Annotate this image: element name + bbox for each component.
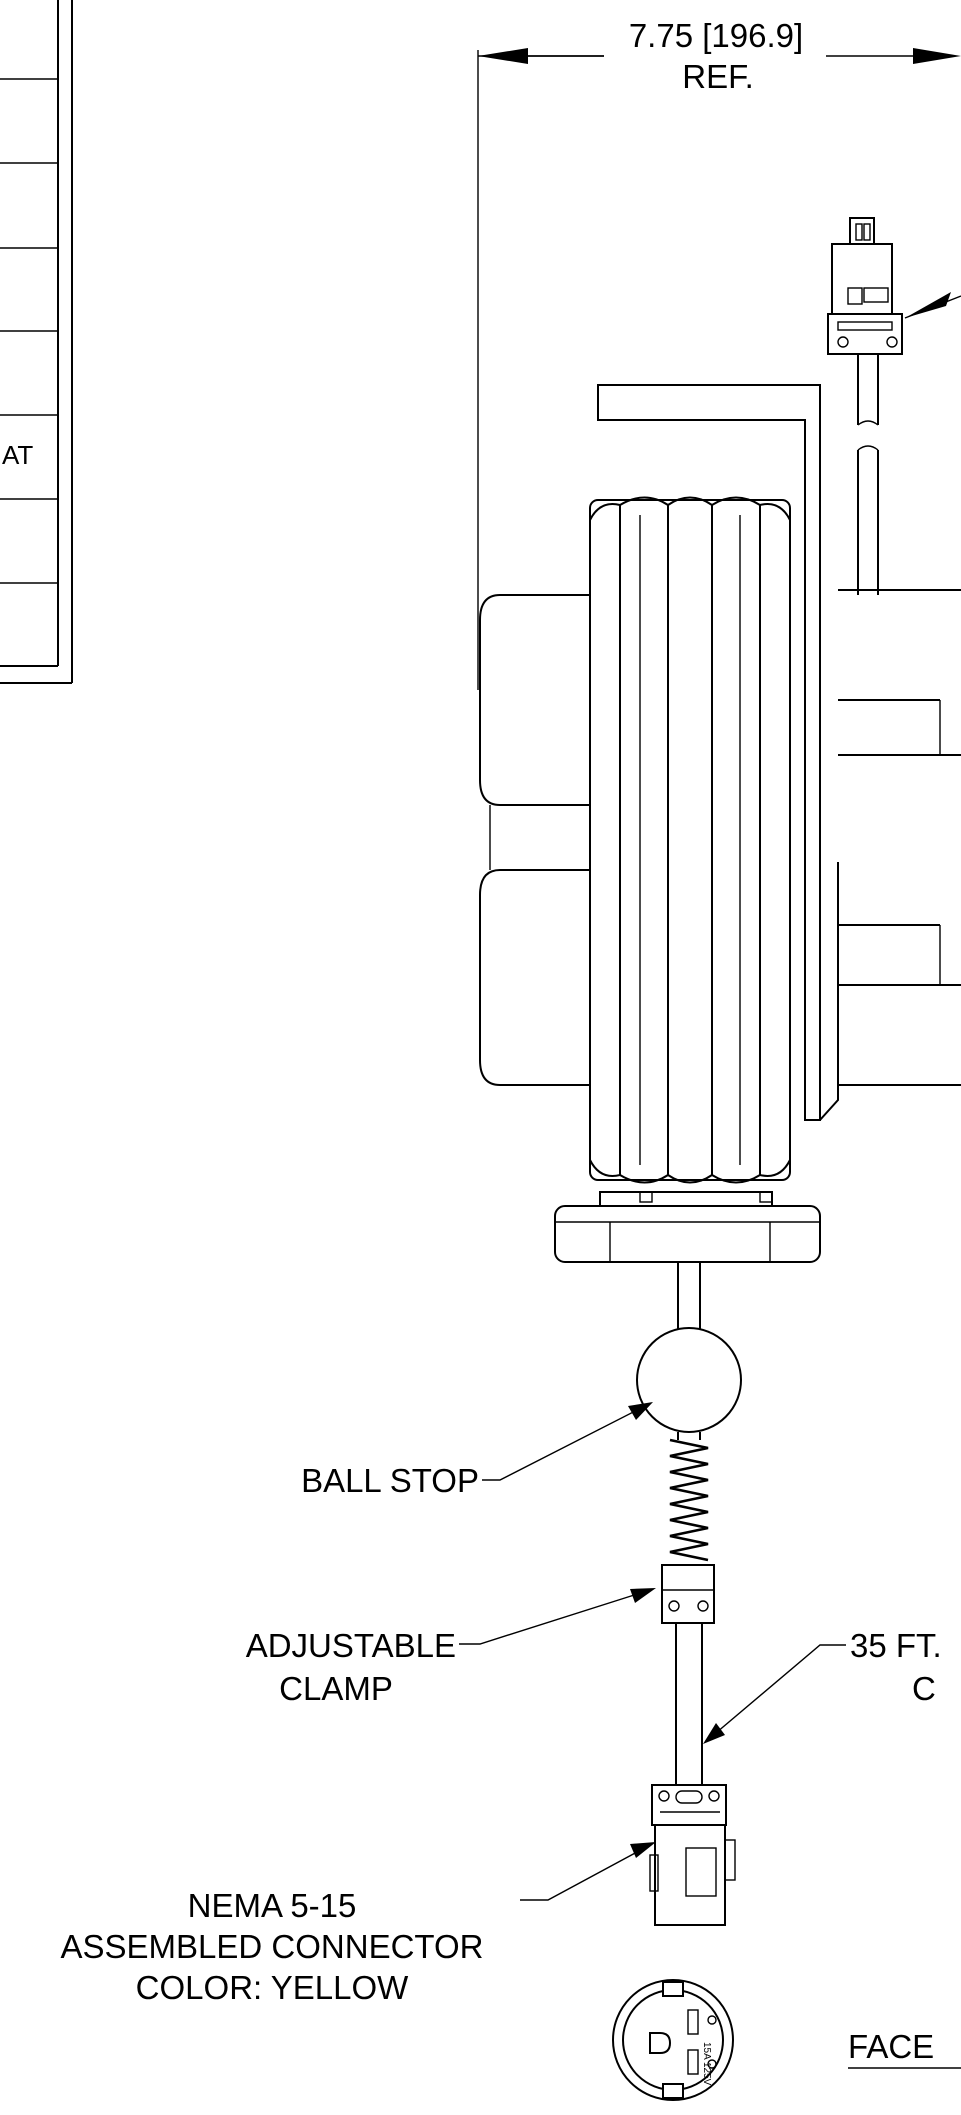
receptacle-rating-top: 15A bbox=[701, 2042, 712, 2060]
adjustable-clamp bbox=[661, 1564, 715, 1624]
receptacle-face-view: 15A 125V bbox=[612, 1979, 734, 2101]
clamp-label-line1: ADJUSTABLE bbox=[246, 1627, 456, 1664]
table-cell-text: AT bbox=[2, 440, 33, 470]
ball-stop-label: BALL STOP bbox=[301, 1462, 479, 1499]
connector-label-line2: ASSEMBLED CONNECTOR bbox=[61, 1928, 484, 1965]
dimension-value: 7.75 [196.9] bbox=[629, 17, 803, 54]
dimension-ref-note: REF. bbox=[682, 58, 754, 95]
nema-connector bbox=[654, 1824, 726, 1926]
ball-stop bbox=[636, 1327, 742, 1433]
parts-table: AT bbox=[0, 0, 73, 684]
clamp-label-line2: CLAMP bbox=[279, 1670, 393, 1707]
connector-label-line1: NEMA 5-15 bbox=[188, 1887, 357, 1924]
reel-assembly bbox=[479, 384, 961, 1263]
face-view-label: FACE bbox=[848, 2028, 934, 2065]
drop-cord bbox=[636, 1262, 742, 1926]
callouts: BALL STOP ADJUSTABLE CLAMP 35 FT. C NEMA… bbox=[61, 1402, 961, 2069]
inlet-plug bbox=[827, 217, 961, 595]
connector-label-line3: COLOR: YELLOW bbox=[136, 1969, 409, 2006]
cord-label-line1: 35 FT. bbox=[850, 1627, 942, 1664]
receptacle-rating-bottom: 125V bbox=[701, 2062, 712, 2086]
overall-dimension: 7.75 [196.9] REF. bbox=[477, 17, 961, 690]
cord-label-line2: C bbox=[912, 1670, 936, 1707]
